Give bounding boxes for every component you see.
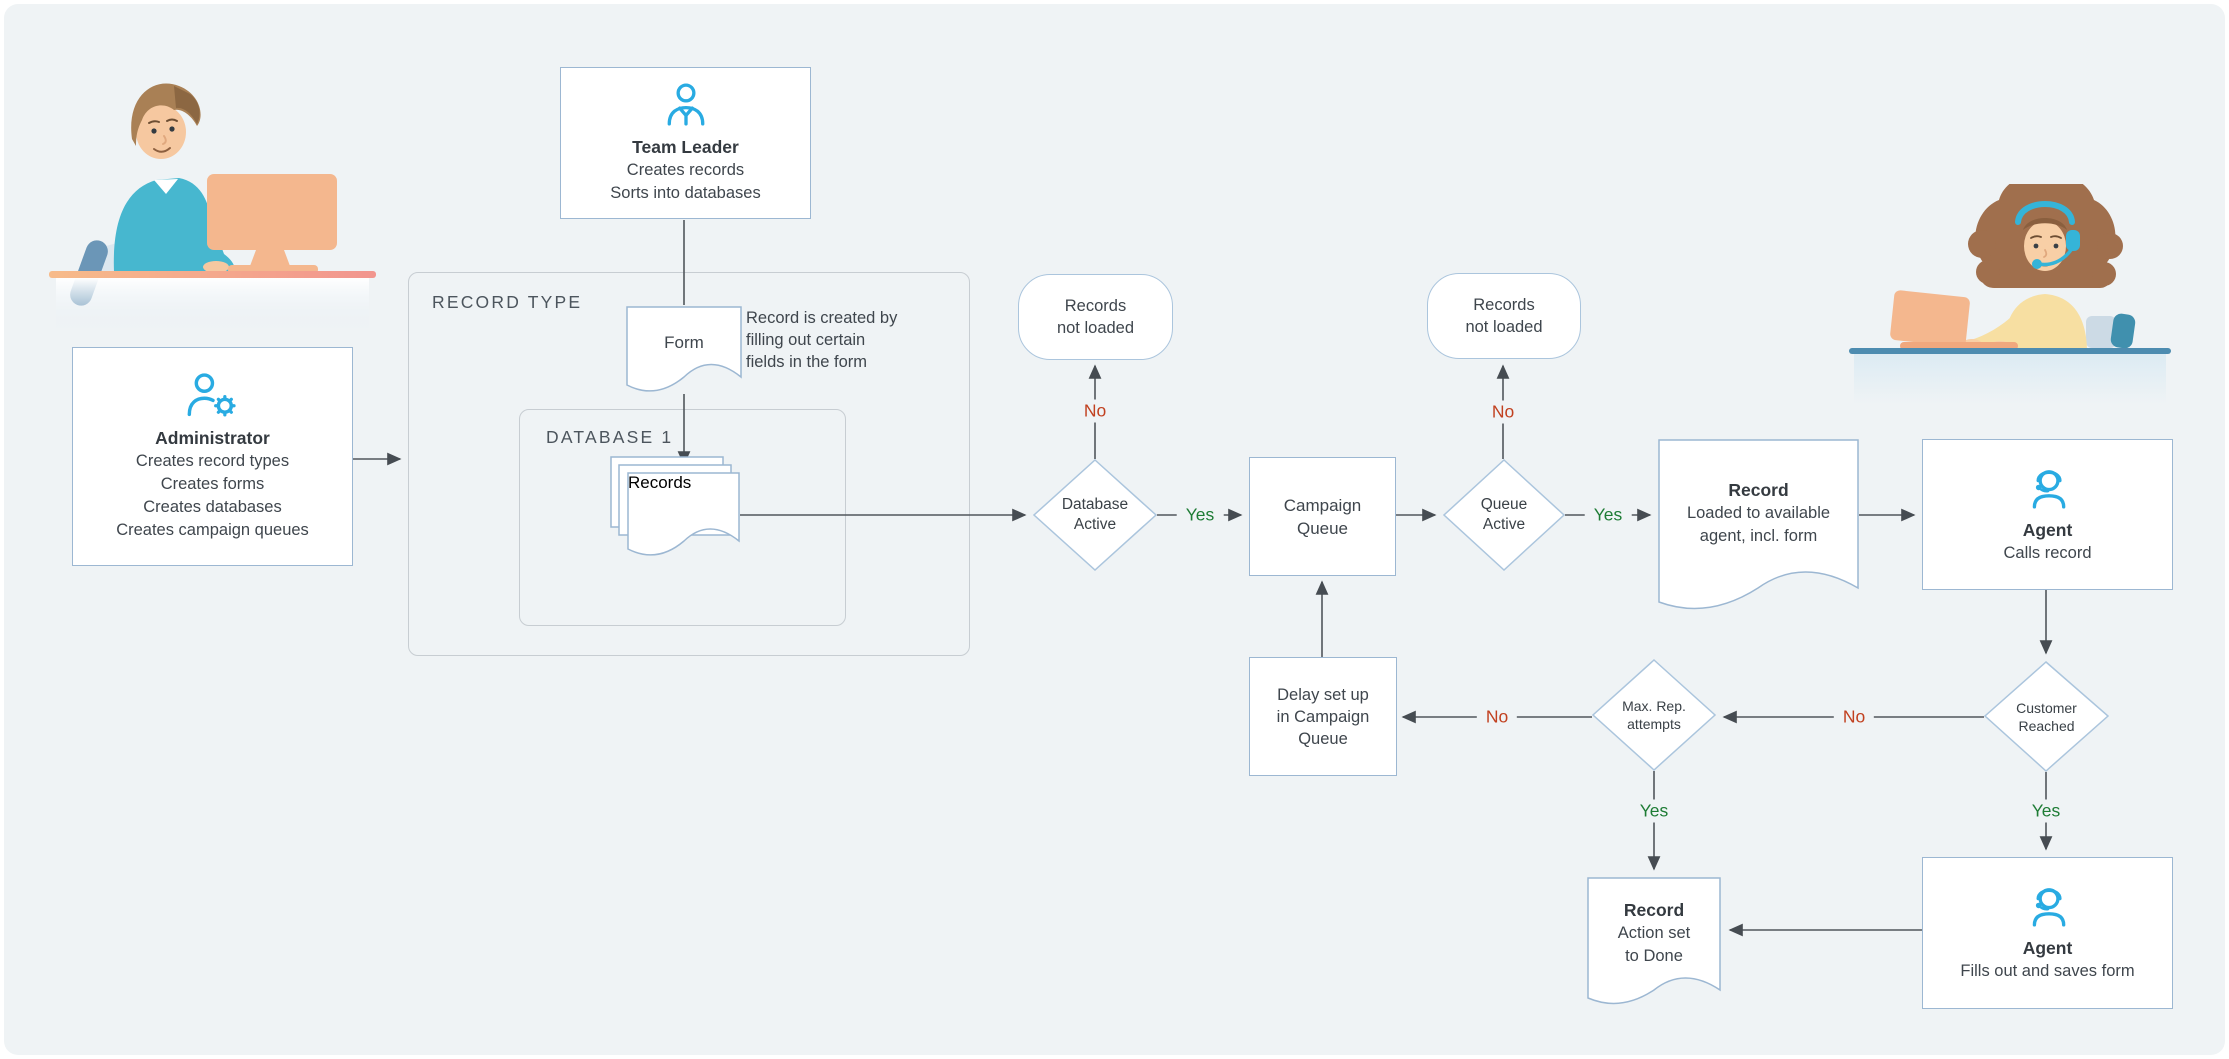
team-leader-line1: Creates records [626,160,745,179]
agent-fills-line: Fills out and saves form [1960,962,2135,980]
record-done-line1: Action set [1617,923,1691,942]
delay-line1: Delay set up [1277,685,1369,704]
form-note-line3: fields in the form [746,353,868,371]
record-loaded-title: Record [1728,479,1789,500]
max-attempts-line2: attempts [1627,716,1681,732]
customer-reached-no-label: No [1833,705,1875,729]
team-leader-box: Team Leader Creates records Sorts into d… [560,67,811,219]
admin-at-desk-illustration [49,83,376,330]
bubble2-line2: not loaded [1465,318,1543,336]
database1-container [519,409,846,626]
form-note-line2: filling out certain [746,331,866,349]
administrator-line2: Creates forms [160,475,265,493]
administrator-line3: Creates databases [143,498,282,516]
record-loaded-document: Record Loaded to available agent, incl. … [1658,439,1859,615]
record-type-container [408,272,970,656]
record-done-title: Record [1623,899,1685,920]
customer-reached-yes-label: Yes [2022,799,2070,823]
administrator-line4: Creates campaign queues [116,521,309,539]
flowchart-canvas: RECORD TYPE DATABASE 1 [4,4,2225,1055]
delay-line3: Queue [1298,729,1348,748]
bubble1-line1: Records [1064,297,1127,315]
queue-active-no-label: No [1482,400,1524,424]
record-loaded-line1: Loaded to available [1686,503,1831,522]
agent-at-desk-illustration [1849,184,2171,404]
form-note-line1: Record is created by [746,309,898,327]
agent-calls-line: Calls record [2003,543,2092,562]
form-document: Form [626,306,742,404]
delay-box: Delay set up in Campaign Queue [1249,657,1397,776]
database-active-no-label: No [1074,399,1116,423]
team-leader-title: Team Leader [632,136,739,157]
database-active-yes-label: Yes [1176,503,1224,527]
database-active-line2: Active [1073,516,1117,533]
queue-active-line2: Active [1482,516,1526,533]
record-done-document: Record Action set to Done [1587,877,1721,1013]
record-type-label: RECORD TYPE [432,292,583,312]
delay-line2: in Campaign [1276,707,1370,726]
bubble1-line2: not loaded [1056,319,1135,337]
form-label: Form [664,332,704,352]
queue-active-yes-label: Yes [1584,503,1632,527]
campaign-queue-line2: Queue [1296,518,1349,538]
form-note: Record is created by filling out certain… [746,307,946,373]
agent-fills-title: Agent [2022,938,2073,958]
queue-active-line1: Queue [1480,496,1528,513]
administrator-box: Administrator Creates record types Creat… [72,347,353,566]
max-attempts-yes-label: Yes [1630,799,1678,823]
max-attempts-line1: Max. Rep. [1622,698,1686,714]
records-stack: Records [610,456,740,562]
agent-calls-title: Agent [2022,519,2073,540]
max-attempts-no-label: No [1476,705,1518,729]
campaign-queue-line1: Campaign [1283,495,1362,515]
agent-calls-box: Agent Calls record [1922,439,2173,590]
records-not-loaded-bubble-2: Records not loaded [1427,273,1581,359]
customer-reached-line1: Customer [2016,699,2077,716]
administrator-title: Administrator [155,428,270,448]
customer-reached-line2: Reached [2018,717,2075,734]
max-attempts-decision: Max. Rep. attempts [1591,658,1717,772]
record-loaded-line2: agent, incl. form [1699,526,1818,545]
person-tie-icon [667,82,704,125]
bubble2-line1: Records [1473,296,1535,314]
database1-label: DATABASE 1 [546,427,674,447]
database-active-line1: Database [1061,496,1129,513]
administrator-line1: Creates record types [135,452,290,470]
agent-fills-box: Agent Fills out and saves form [1922,857,2173,1009]
person-gear-icon [187,373,236,417]
headset-person-icon [2032,888,2065,927]
records-not-loaded-bubble-1: Records not loaded [1018,274,1173,360]
campaign-queue-box: Campaign Queue [1249,457,1396,576]
record-done-line2: to Done [1625,946,1683,965]
team-leader-line2: Sorts into databases [610,183,761,202]
headset-person-icon [2032,469,2065,508]
records-label: Records [628,473,692,492]
